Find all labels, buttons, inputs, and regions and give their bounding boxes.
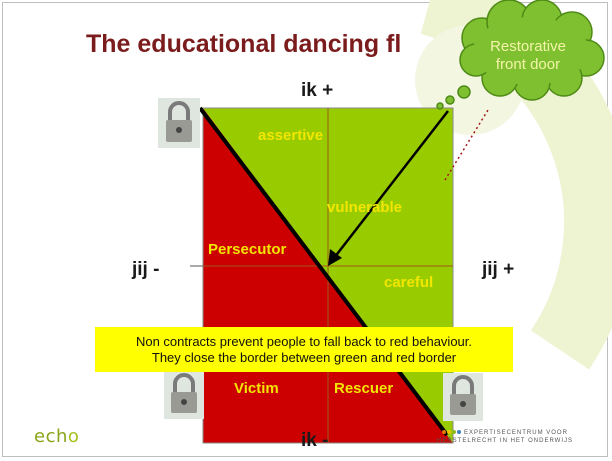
axis-top-label: ik +	[301, 80, 334, 101]
quadrant-persecutor: Persecutor	[208, 241, 287, 258]
callout-line-2: front door	[495, 56, 561, 73]
partner-line-1: EXPERTISECENTRUM VOOR	[464, 430, 568, 436]
quadrant-rescuer: Rescuer	[334, 380, 394, 397]
logo-text: ech	[34, 426, 68, 447]
note-line-2: They close the border between green and …	[151, 349, 457, 365]
echo-logo: echo	[34, 426, 79, 447]
padlock-icon	[164, 371, 204, 419]
partner-line-2: HERSTELRECHT IN HET ONDERWIJS	[437, 438, 574, 444]
quadrant-victim: Victim	[234, 380, 279, 397]
note-line-1: Non contracts prevent people to fall bac…	[135, 333, 473, 349]
diagonal-border	[198, 106, 449, 437]
axis-left-label: jij -	[132, 259, 160, 280]
axis-bottom-label: ik -	[301, 430, 329, 451]
entry-arrow	[333, 110, 449, 259]
padlock-icon	[443, 373, 483, 421]
padlock-icon	[158, 98, 200, 148]
explanation-note: Non contracts prevent people to fall bac…	[95, 327, 513, 372]
callout-text: Restorative front door	[468, 38, 588, 74]
dots-icon	[437, 429, 462, 437]
partner-logo: EXPERTISECENTRUM VOOR HERSTELRECHT IN HE…	[437, 429, 573, 445]
thought-cloud-icon	[436, 0, 605, 110]
logo-o: o	[67, 426, 80, 447]
quadrant-vulnerable: vulnerable	[327, 199, 403, 216]
callout-line-1: Restorative	[490, 38, 566, 55]
slide-title: The educational dancing fl	[86, 30, 402, 58]
axis-right-label: jij +	[482, 259, 515, 280]
quadrant-careful: careful	[384, 274, 434, 291]
quadrant-assertive: assertive	[258, 127, 324, 144]
